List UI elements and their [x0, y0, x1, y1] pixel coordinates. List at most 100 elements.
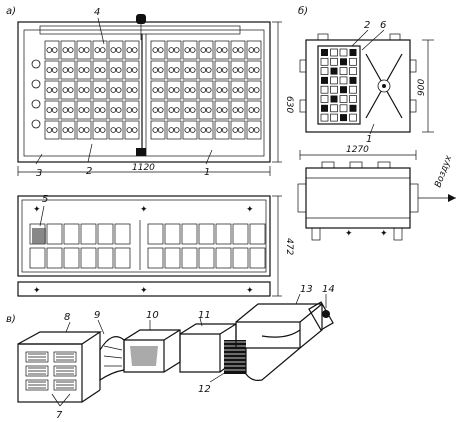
cell — [166, 40, 182, 60]
dim-width-a: 1120 — [132, 163, 155, 173]
callout-5: 5 — [42, 194, 48, 205]
v-cell — [25, 351, 49, 363]
b-cell — [330, 113, 338, 122]
cell — [198, 80, 214, 100]
callout-4: 4 — [94, 7, 100, 18]
b-cell — [320, 95, 329, 103]
cell — [124, 100, 140, 120]
dim-width-b: 1270 — [346, 145, 369, 155]
cell — [108, 120, 124, 140]
v-cell — [25, 365, 49, 377]
b-cell — [330, 48, 338, 57]
cell — [230, 40, 246, 60]
front-cell — [80, 223, 97, 245]
b-cell — [339, 76, 348, 85]
callout-1-a: 1 — [204, 167, 210, 178]
cell — [214, 100, 230, 120]
cell — [166, 120, 182, 140]
cell — [124, 40, 140, 60]
panel-label-a: а) — [6, 6, 16, 17]
svg-text:✦: ✦ — [345, 229, 353, 239]
cell — [124, 120, 140, 140]
callout-12: 12 — [198, 384, 211, 395]
panel-b: б) 900 2 6 1 1270 — [297, 5, 456, 241]
b-cell — [330, 67, 338, 75]
cell — [230, 60, 246, 80]
callout-2-a: 2 — [86, 166, 92, 177]
cell — [214, 80, 230, 100]
front-cell — [46, 223, 63, 245]
cell — [182, 80, 198, 100]
b-cell — [340, 114, 347, 122]
cell — [76, 120, 92, 140]
front-cell — [215, 247, 232, 269]
cell — [150, 60, 166, 80]
cell — [230, 100, 246, 120]
b-cell — [340, 86, 347, 94]
cell — [60, 120, 76, 140]
b-cell — [330, 104, 338, 113]
cell — [166, 100, 182, 120]
b-cell — [330, 57, 338, 66]
cell — [214, 40, 230, 60]
dim-height-b: 900 — [417, 79, 427, 96]
b-cell — [349, 57, 357, 66]
front-cell — [147, 223, 164, 245]
v-cell — [53, 351, 77, 363]
svg-text:✦: ✦ — [140, 205, 148, 215]
front-cell — [80, 247, 97, 269]
callout-14: 14 — [322, 284, 335, 295]
cell — [198, 60, 214, 80]
cell — [246, 80, 262, 100]
cell — [76, 80, 92, 100]
b-cell — [330, 95, 338, 103]
airflow-label: Воздух — [433, 154, 454, 189]
panel-label-b: б) — [298, 5, 308, 17]
b-cell — [349, 95, 357, 103]
front-cell — [232, 247, 249, 269]
front-cell — [114, 247, 131, 269]
svg-text:✦: ✦ — [246, 205, 254, 215]
cell — [150, 80, 166, 100]
front-cell — [46, 247, 63, 269]
b-cell — [349, 76, 357, 84]
b-cell — [349, 85, 357, 94]
cell — [246, 100, 262, 120]
cell — [44, 120, 60, 140]
front-cell — [249, 223, 266, 245]
cell — [92, 60, 108, 80]
cell — [214, 60, 230, 80]
b-cell — [330, 76, 338, 85]
cell — [230, 120, 246, 140]
b-cell — [339, 48, 348, 57]
callout-1-b: 1 — [366, 134, 372, 145]
b-cell — [320, 67, 329, 75]
b-cell — [320, 113, 329, 122]
cell — [246, 120, 262, 140]
cell — [124, 80, 140, 100]
cell — [182, 120, 198, 140]
cell — [60, 80, 76, 100]
cell — [76, 100, 92, 120]
front-cell — [97, 223, 114, 245]
cell — [198, 120, 214, 140]
b-cell — [349, 67, 357, 75]
cell — [166, 80, 182, 100]
cell — [108, 60, 124, 80]
cell — [76, 60, 92, 80]
callout-6: 6 — [380, 20, 386, 31]
front-cell — [29, 247, 46, 269]
b-cell — [320, 85, 329, 94]
cell — [108, 40, 124, 60]
b-cell — [330, 85, 338, 94]
svg-text:✦: ✦ — [380, 229, 388, 239]
v-cell — [53, 365, 77, 377]
svg-text:✦: ✦ — [33, 286, 41, 296]
panel-a-front-view: ✦ ✦ ✦ ✦ ✦ ✦ 5 472 — [17, 194, 294, 297]
callout-11: 11 — [198, 310, 211, 321]
front-cell — [147, 247, 164, 269]
front-cell — [198, 223, 215, 245]
cell — [60, 100, 76, 120]
b-cell — [339, 104, 348, 113]
